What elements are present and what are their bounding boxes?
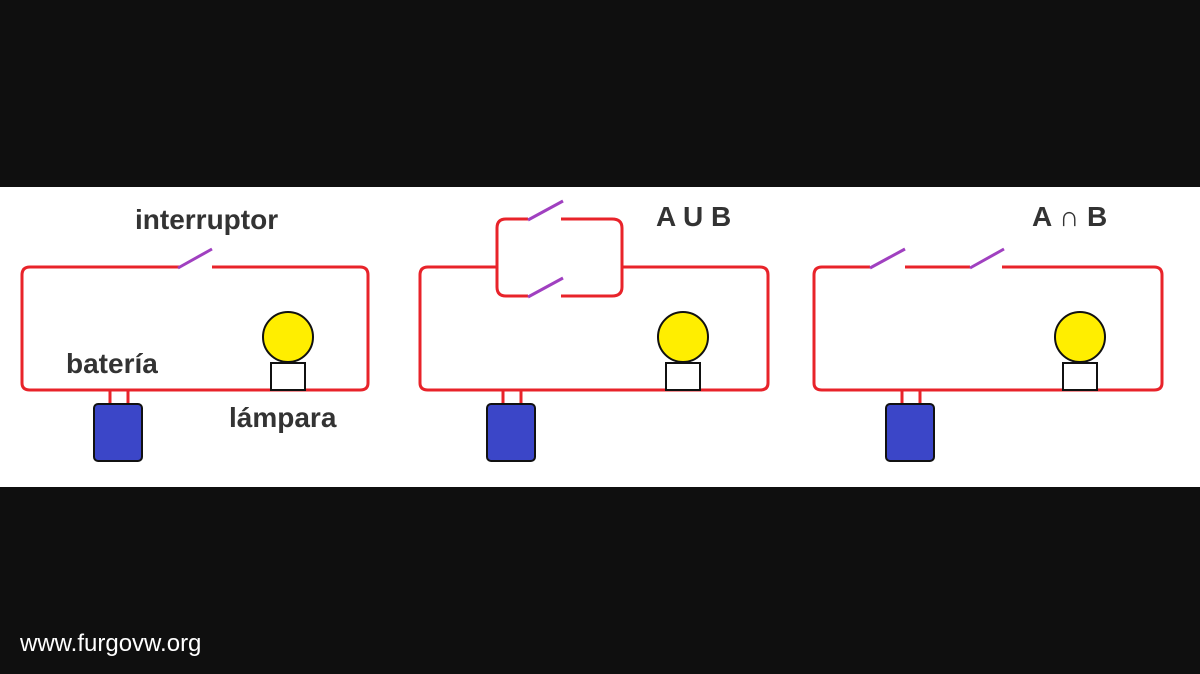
circuit-single-switch: interruptor batería lámpara [20, 204, 370, 462]
battery-leads [501, 390, 523, 405]
union-label: A U B [656, 201, 731, 232]
wire-loop [20, 265, 370, 392]
battery [885, 403, 935, 462]
watermark-url: www.furgovw.org [20, 630, 202, 657]
wire-loop [418, 265, 770, 392]
lamp-bulb [1054, 311, 1106, 363]
lamp-base [1062, 362, 1098, 391]
intersection-label: A ∩ B [1032, 201, 1107, 232]
lamp-bulb [657, 311, 709, 363]
switch-b-lever [969, 247, 1005, 270]
wire-loop [812, 265, 1164, 392]
battery-leads [900, 390, 922, 405]
circuit-diagram-panel: interruptor batería lámpara A U B A ∩ B [0, 187, 1200, 487]
circuit-parallel-switches: A U B [418, 199, 770, 462]
battery [486, 403, 536, 462]
battery-leads [108, 390, 130, 405]
battery [93, 403, 143, 462]
lamp-label: lámpara [229, 402, 337, 433]
switch-a-lever [527, 199, 564, 222]
lamp-bulb [262, 311, 314, 363]
circuit-diagram: interruptor batería lámpara A U B A ∩ B [20, 199, 1164, 462]
lamp-base [665, 362, 701, 391]
circuit-series-switches: A ∩ B [812, 201, 1164, 462]
switch-label: interruptor [135, 204, 278, 235]
parallel-branch [495, 217, 624, 298]
switch-a-lever [869, 247, 906, 270]
lamp-base [270, 362, 306, 391]
switch-b-lever [527, 276, 564, 299]
battery-label: batería [66, 348, 158, 379]
switch-lever [177, 247, 213, 270]
